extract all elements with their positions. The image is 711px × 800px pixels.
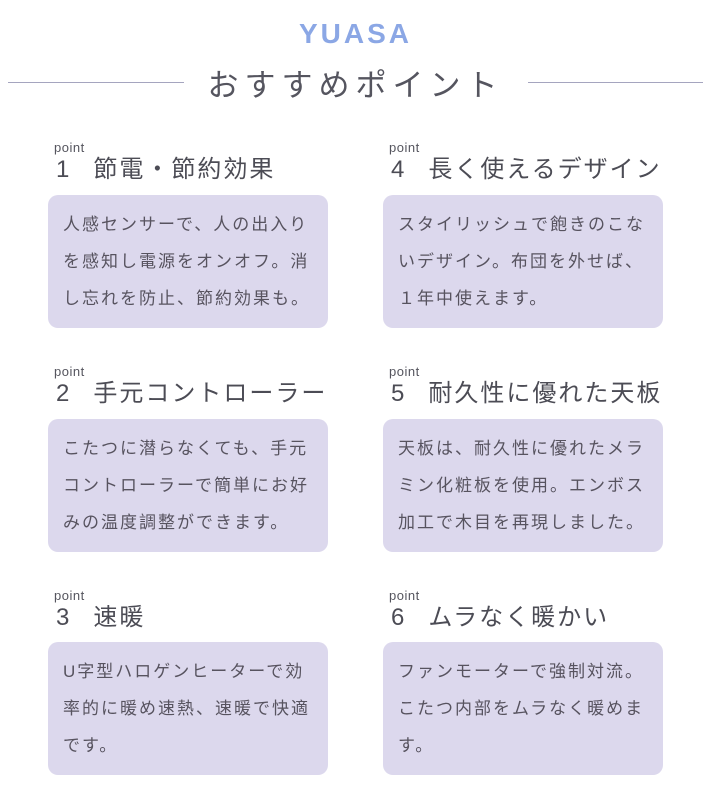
point-2-heading: 手元コントローラー	[93, 379, 328, 407]
point-4-heading-row: 4 長く使えるデザイン	[389, 156, 663, 185]
point-2-description: こたつに潜らなくても、手元コントローラーで簡単にお好みの温度調整ができます。	[48, 418, 328, 552]
point-2-heading-row: 2 手元コントローラー	[54, 380, 328, 409]
point-5-label: point	[389, 363, 420, 379]
page-title: おすすめポイント	[207, 68, 504, 103]
point-item-5: point 5 耐久性に優れた天板 天板は、耐久性に優れたメラミン化粧板を使用。…	[383, 365, 663, 552]
point-2-label: point	[54, 363, 85, 379]
point-item-4: point 4 長く使えるデザイン スタイリッシュで飽きのこないデザイン。布団を…	[383, 141, 663, 328]
title-divider-right	[527, 82, 703, 83]
title-divider-left	[8, 82, 184, 83]
points-column-left: point 1 節電・節約効果 人感センサーで、人の出入りを感知し電源をオンオフ…	[48, 141, 328, 800]
point-3-description: U字型ハロゲンヒーターで効率的に暖め速熱、速暖で快適です。	[48, 642, 328, 776]
section-title-row: おすすめポイント	[0, 60, 711, 105]
point-3-heading-row: 3 速暖	[54, 604, 328, 633]
points-column-right: point 4 長く使えるデザイン スタイリッシュで飽きのこないデザイン。布団を…	[383, 141, 663, 800]
point-1-description: 人感センサーで、人の出入りを感知し電源をオンオフ。消し忘れを防止、節約効果も。	[48, 194, 328, 328]
point-6-number: 6	[391, 603, 405, 631]
point-4-number: 4	[391, 156, 405, 183]
point-3-heading: 速暖	[93, 603, 146, 631]
point-4-label: point	[389, 140, 420, 155]
point-5-header: point 5 耐久性に優れた天板	[389, 365, 663, 409]
point-1-number: 1	[56, 156, 70, 183]
point-4-description: スタイリッシュで飽きのこないデザイン。布団を外せば、１年中使えます。	[383, 194, 663, 328]
point-5-description: 天板は、耐久性に優れたメラミン化粧板を使用。エンボス加工で木目を再現しました。	[383, 418, 663, 552]
point-6-header: point 6 ムラなく暖かい	[389, 589, 663, 633]
point-3-label: point	[54, 587, 85, 603]
point-3-header: point 3 速暖	[54, 589, 328, 633]
brand-logo-text: YUASA	[298, 18, 412, 49]
point-1-heading: 節電・節約効果	[93, 156, 276, 183]
point-1-header: point 1 節電・節約効果	[54, 141, 328, 185]
point-1-heading-row: 1 節電・節約効果	[54, 156, 328, 185]
point-3-number: 3	[56, 603, 70, 631]
points-grid: point 1 節電・節約効果 人感センサーで、人の出入りを感知し電源をオンオフ…	[0, 141, 711, 800]
point-4-heading: 長く使えるデザイン	[428, 156, 662, 183]
point-2-header: point 2 手元コントローラー	[54, 365, 328, 409]
point-6-heading-row: 6 ムラなく暖かい	[389, 604, 663, 633]
point-item-3: point 3 速暖 U字型ハロゲンヒーターで効率的に暖め速熱、速暖で快適です。	[48, 589, 328, 776]
point-6-heading: ムラなく暖かい	[428, 603, 610, 631]
point-item-6: point 6 ムラなく暖かい ファンモーターで強制対流。こたつ内部をムラなく暖…	[383, 589, 663, 776]
point-item-2: point 2 手元コントローラー こたつに潜らなくても、手元コントローラーで簡…	[48, 365, 328, 552]
point-1-label: point	[54, 140, 85, 155]
point-6-description: ファンモーターで強制対流。こたつ内部をムラなく暖めます。	[383, 642, 663, 776]
point-5-number: 5	[391, 379, 405, 407]
point-item-1: point 1 節電・節約効果 人感センサーで、人の出入りを感知し電源をオンオフ…	[48, 141, 328, 328]
point-6-label: point	[389, 587, 420, 603]
point-4-header: point 4 長く使えるデザイン	[389, 141, 663, 185]
point-2-number: 2	[56, 379, 70, 407]
point-5-heading: 耐久性に優れた天板	[428, 379, 663, 407]
point-5-heading-row: 5 耐久性に優れた天板	[389, 380, 663, 409]
